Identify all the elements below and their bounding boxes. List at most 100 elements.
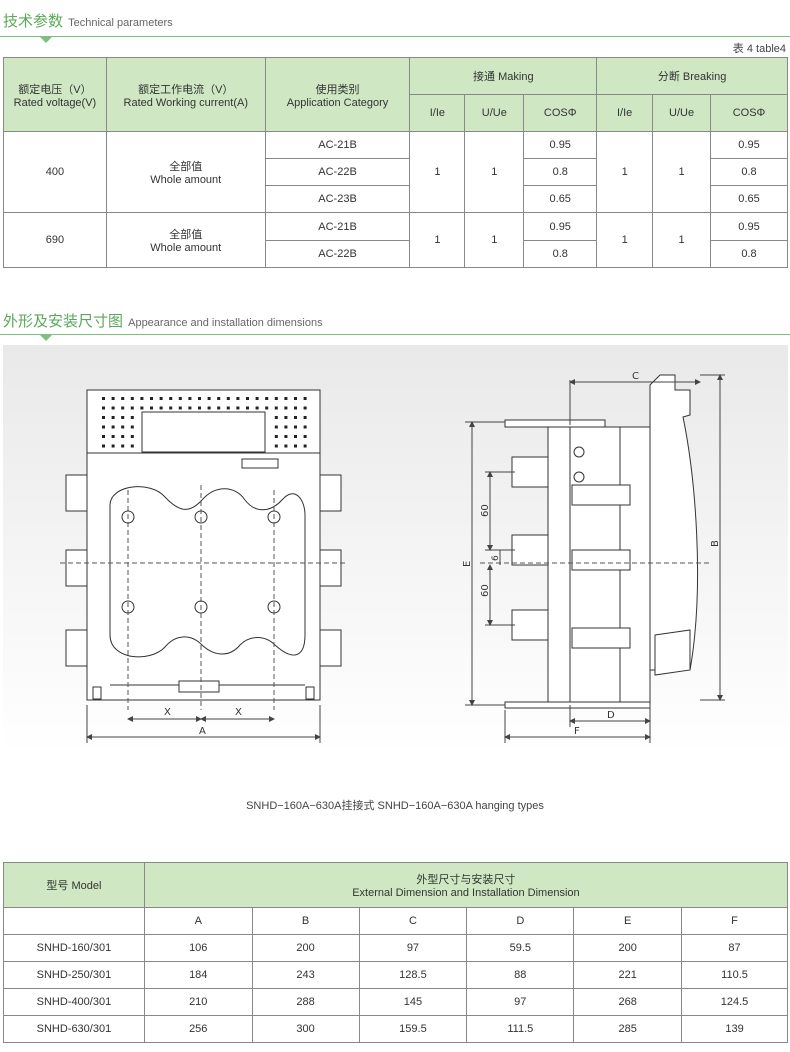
dim-label-c: C xyxy=(632,371,639,382)
side-contact-2 xyxy=(571,549,631,571)
vent-hole xyxy=(121,397,125,400)
vent-hole xyxy=(303,425,307,429)
vent-hole xyxy=(236,397,240,400)
vent-hole xyxy=(159,397,163,400)
front-label-slot xyxy=(241,458,279,469)
divider-notch-icon xyxy=(40,335,52,341)
section-title-cn: 技术参数 xyxy=(3,12,64,30)
vent-hole xyxy=(102,416,105,419)
side-handle-foot xyxy=(654,629,691,676)
vent-hole xyxy=(130,435,134,438)
front-window xyxy=(141,411,266,453)
side-view xyxy=(465,374,725,743)
side-screw-1 xyxy=(573,446,585,458)
vent-hole xyxy=(284,444,288,448)
dim-label-60a: 60 xyxy=(480,504,491,517)
column-header: F xyxy=(681,907,788,935)
clip-right xyxy=(305,686,315,700)
vent-hole xyxy=(159,406,163,410)
dimension-drawing: X X A C xyxy=(3,345,788,755)
section-title-technical: 技术参数 Technical parameters xyxy=(3,10,173,40)
dim-label-a: A xyxy=(199,726,206,737)
section-divider xyxy=(0,334,790,335)
vent-hole xyxy=(178,397,182,400)
vent-hole xyxy=(169,397,173,400)
vent-hole xyxy=(207,406,211,410)
column-header: D xyxy=(466,907,575,935)
vent-hole xyxy=(111,435,115,438)
table-row: AC-22B 0.8 0.8 xyxy=(4,158,788,186)
dim-label-b: B xyxy=(710,540,721,547)
vent-hole xyxy=(130,425,134,429)
front-bottom-slot xyxy=(178,680,220,693)
vent-hole xyxy=(102,425,105,429)
vent-hole xyxy=(121,406,125,410)
subheader-cell: U/Ue xyxy=(464,94,525,132)
header-breaking: 分断 Breaking xyxy=(596,57,788,95)
vent-hole xyxy=(198,397,201,400)
terminal-right-1 xyxy=(319,474,342,512)
side-terminal-3 xyxy=(511,609,549,641)
vent-hole xyxy=(284,397,288,400)
vent-hole xyxy=(130,406,134,410)
vent-hole xyxy=(284,416,288,419)
vent-hole xyxy=(236,406,240,410)
vent-hole xyxy=(130,416,134,419)
vent-hole xyxy=(217,406,221,410)
terminal-left-2 xyxy=(65,549,88,587)
vent-hole xyxy=(111,444,115,448)
subheader-cell: I/Ie xyxy=(409,94,466,132)
clip-left xyxy=(92,686,102,700)
terminal-left-1 xyxy=(65,474,88,512)
terminal-left-3 xyxy=(65,629,88,667)
subheader-cell: U/Ue xyxy=(652,94,712,132)
front-view xyxy=(60,389,345,743)
vent-hole xyxy=(102,406,105,410)
vent-hole xyxy=(294,406,297,410)
vent-hole xyxy=(303,416,307,419)
column-header: B xyxy=(251,907,360,935)
table-row: A B C D E F xyxy=(3,907,788,935)
vent-hole xyxy=(255,406,259,410)
side-terminal-2 xyxy=(511,534,549,566)
vent-hole xyxy=(246,397,249,400)
terminal-right-3 xyxy=(319,629,342,667)
vent-hole xyxy=(226,406,230,410)
vent-hole xyxy=(121,416,125,419)
vent-hole xyxy=(226,397,230,400)
vent-hole xyxy=(303,397,307,400)
vent-hole xyxy=(303,406,307,410)
side-base-plate xyxy=(547,426,571,703)
vent-hole xyxy=(274,406,278,410)
vent-hole xyxy=(140,406,144,410)
vent-hole xyxy=(303,435,307,438)
vent-hole xyxy=(169,406,173,410)
vent-hole xyxy=(294,397,297,400)
vent-hole xyxy=(198,406,201,410)
side-contact-3 xyxy=(571,627,631,649)
vent-hole xyxy=(303,444,307,448)
vent-hole xyxy=(217,397,221,400)
side-terminal-1 xyxy=(511,456,549,488)
vent-hole xyxy=(121,435,125,438)
vent-holes xyxy=(102,397,307,448)
vent-hole xyxy=(294,416,297,419)
drawing-caption: SNHD−160A−630A挂接式 SNHD−160A−630A hanging… xyxy=(246,800,544,812)
header-rated-voltage: 额定电压（V）Rated voltage(V) xyxy=(3,57,107,132)
column-header: A xyxy=(143,907,253,935)
vent-hole xyxy=(265,397,269,400)
vent-hole xyxy=(111,416,115,419)
vent-hole xyxy=(111,406,115,410)
side-contact-1 xyxy=(571,484,631,506)
header-model: 型号 Model xyxy=(3,862,145,908)
header-making: 接通 Making xyxy=(409,57,598,95)
dim-label-x2: X xyxy=(235,707,242,718)
vent-hole xyxy=(274,444,278,448)
subheader-cell: COSΦ xyxy=(523,94,598,132)
dim-label-f: F xyxy=(574,726,580,737)
